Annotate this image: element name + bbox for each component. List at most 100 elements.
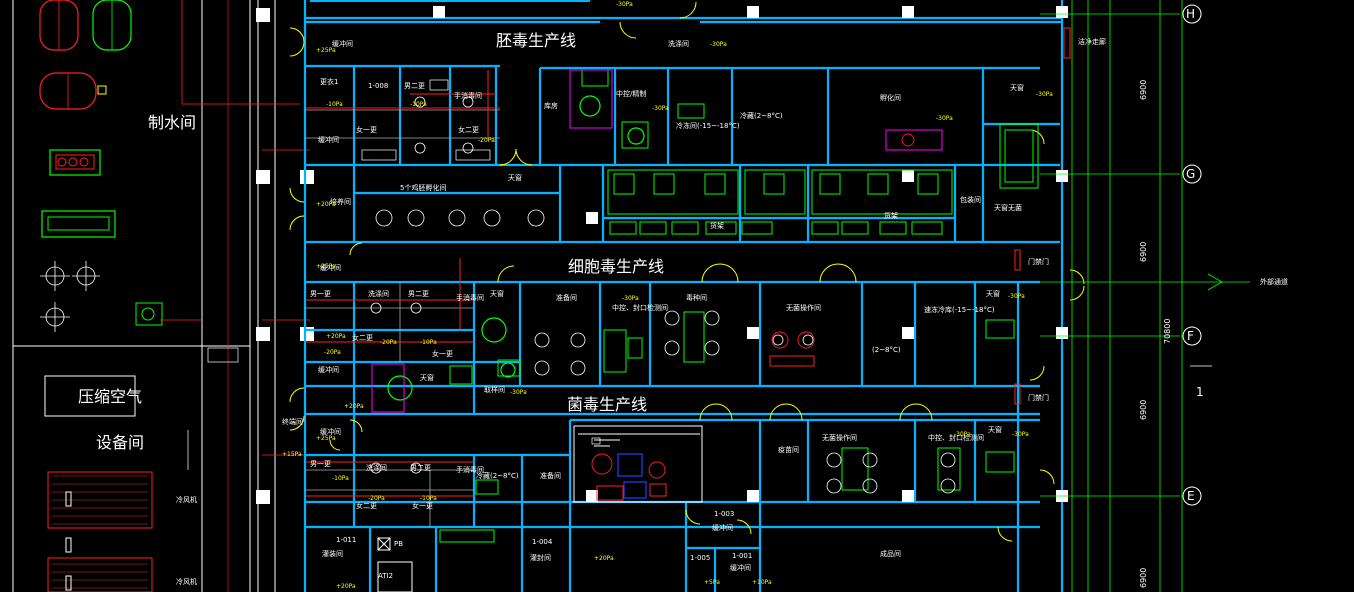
room-labels-gown-1: 更衣1	[320, 77, 338, 86]
left-column-markers	[256, 8, 314, 504]
pressures-m20: -20Pa	[324, 349, 341, 356]
pressures-m30: -30Pa	[652, 105, 669, 112]
room-labels-men-1: 男一更	[310, 460, 331, 468]
pressures-p20: +20Pa	[316, 201, 336, 208]
heading-water-room: 制水间	[148, 113, 196, 132]
room-labels-buffer: 缓冲间	[712, 523, 733, 532]
heading-bacteria-line: 菌毒生产线	[567, 395, 647, 414]
pressures-m30: -30Pa	[616, 1, 633, 8]
interior-partitions	[305, 109, 500, 527]
room-labels-sampling: 取样间	[484, 385, 505, 394]
heading-embryo-line: 胚毒生产线	[496, 31, 576, 50]
room-labels-final-prod: 成品间	[880, 549, 901, 558]
pressures-p20: +20Pa	[336, 583, 356, 590]
room-labels-women-1: 女一更	[412, 501, 433, 510]
room-labels-women-2: 女二更	[458, 125, 479, 134]
label-cold-air-2: 冷风机	[176, 577, 197, 586]
pressures-p20: +20Pa	[594, 555, 614, 562]
room-labels-men-2: 男二更	[410, 464, 431, 472]
room-labels-sterile-corr: 洁净走廊	[1078, 37, 1106, 46]
room-labels-sterile-op: 无菌操作间	[786, 303, 821, 312]
pressures-m10: -10Pa	[420, 495, 437, 502]
room-labels-prep: 准备间	[556, 293, 577, 302]
pressures-p10: +10Pa	[752, 579, 772, 586]
pressures-m10: -10Pa	[410, 101, 427, 108]
pressures-p20: +20Pa	[344, 403, 364, 410]
room-labels-freeze-bact: (2~8°C)	[872, 346, 901, 354]
pressures-m20: -20Pa	[368, 495, 385, 502]
room-labels-women-2: 女二更	[352, 333, 373, 342]
room-labels-buffer: 缓冲间	[730, 563, 751, 572]
room-labels-door-label: 门禁门	[1028, 393, 1049, 402]
dimensions-total: 70800	[1163, 319, 1172, 344]
room-labels-sterile-op: 无菌操作间	[822, 433, 857, 442]
doors	[289, 1, 1085, 542]
room-labels-pb: PB	[394, 540, 403, 548]
room-labels-air-sterile: 天窗无菌	[994, 203, 1022, 212]
annotation-page-no: 1	[1196, 385, 1204, 399]
room-labels-buffer: 缓冲间	[320, 263, 341, 272]
left-red-pipes	[160, 0, 310, 456]
room-labels-air-lock: 天窗	[420, 373, 434, 382]
label-cold-air-1: 冷风机	[176, 495, 197, 504]
pressures-p5: +5Pa	[704, 579, 720, 586]
mixing-tanks	[591, 133, 915, 479]
dimensions-d1: 6900	[1139, 80, 1148, 100]
compressed-air-area: 压缩空气 设备间 冷风机 冷风机	[44, 375, 197, 592]
room-labels-room-1005: 1-005	[690, 554, 710, 562]
room-labels-room-1001: 1-001	[732, 552, 752, 560]
dimensions-d2: 6900	[1139, 242, 1148, 262]
left-structure-lines	[12, 0, 276, 592]
room-labels-stock: 库房	[544, 101, 558, 110]
room-labels-wash-top: 洗涤间	[668, 39, 689, 48]
room-labels-shelf: 货架	[884, 211, 898, 220]
red-highlights	[306, 27, 1071, 501]
room-labels-wash-top: 洗涤间	[366, 463, 387, 472]
axis-grid	[1040, 0, 1250, 592]
pressures-p20: +20Pa	[326, 333, 346, 340]
room-labels-buffer: 缓冲间	[318, 135, 339, 144]
room-labels-air-lock: 天窗	[1010, 83, 1024, 92]
dimensions-d4: 6900	[1139, 568, 1148, 588]
axis-bubbles: H G F E	[1182, 4, 1202, 506]
room-labels-women-1: 女一更	[432, 349, 453, 358]
room-labels-men-2: 男二更	[404, 82, 425, 90]
pressure-labels: +25Pa -10Pa -10Pa -20Pa -30Pa -30Pa -30P…	[282, 1, 1053, 590]
pump-unit-red	[49, 149, 101, 176]
pressures-m30: -30Pa	[1008, 293, 1025, 300]
pressures-m30: -30Pa	[1012, 431, 1029, 438]
room-labels-ati2: ATI2	[378, 572, 393, 580]
blue-equipment	[617, 453, 647, 499]
pressures-m10: -10Pa	[420, 339, 437, 346]
filter-unit	[41, 210, 116, 238]
pressures-m30: -30Pa	[622, 295, 639, 302]
pressures-m30: -30Pa	[510, 389, 527, 396]
pressures-m20: -20Pa	[478, 137, 495, 144]
heading-cell-line: 细胞毒生产线	[568, 257, 664, 276]
pressures-m30: -30Pa	[954, 431, 971, 438]
room-labels-wash-top: 洗涤间	[368, 289, 389, 298]
pressures-m30: -30Pa	[1036, 91, 1053, 98]
room-labels-room-1003: 1-003	[714, 510, 734, 518]
axis-label-h: H	[1186, 7, 1195, 21]
room-labels-fill-room: 灌装间	[322, 549, 343, 558]
room-labels-freeze-embryo: 冷冻间(-15~-18°C)	[676, 121, 740, 130]
room-labels-room-1004: 1-004	[532, 538, 553, 546]
pressures-m30: -30Pa	[710, 41, 727, 48]
room-labels-air-lock: 天窗	[988, 425, 1002, 434]
cooling-tower-2	[47, 557, 153, 592]
pressures-m10: -10Pa	[326, 101, 343, 108]
pressures-m20: -20Pa	[380, 339, 397, 346]
room-labels-shelf: 货架	[710, 221, 724, 230]
room-labels-freeze-cell: 速冻冷库(-15~-18°C)	[924, 305, 995, 314]
room-labels-culture: 培养间	[330, 197, 351, 206]
room-labels-vaccine-rooms: 疫苗间	[778, 445, 799, 454]
room-labels-women-2: 女二更	[356, 501, 377, 510]
equipment	[377, 69, 1039, 592]
small-equipment	[135, 302, 163, 326]
room-labels-wash-hands: 手消毒间	[454, 91, 482, 100]
dimension-labels: 6900 6900 6900 6900 70800 1	[1139, 80, 1204, 588]
room-labels-air-lock: 天窗	[490, 289, 504, 298]
dimensions-d3: 6900	[1139, 400, 1148, 420]
